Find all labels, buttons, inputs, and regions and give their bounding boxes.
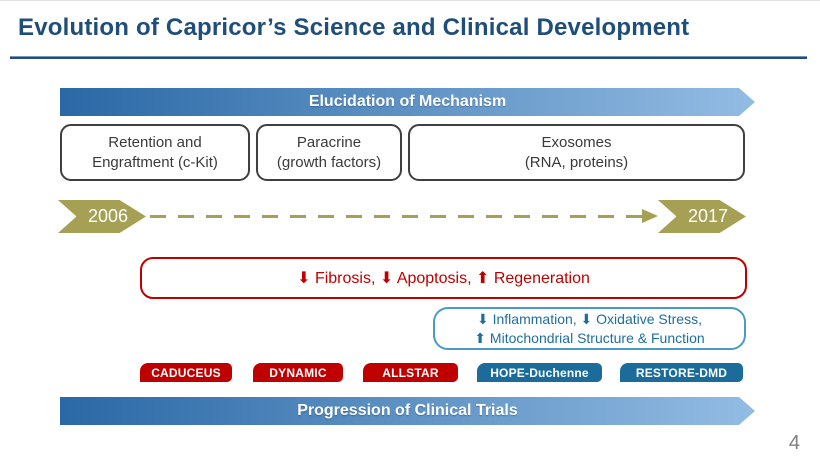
trial-label: CADUCEUS <box>151 365 221 380</box>
banner-progression-of-clinical-trials: Progression of Clinical Trials <box>60 397 755 425</box>
trial-label: RESTORE-DMD <box>635 365 728 380</box>
trial-chip-allstar: ALLSTAR <box>363 363 458 382</box>
banner-elucidation-of-mechanism: Elucidation of Mechanism <box>60 88 755 116</box>
trial-label: ALLSTAR <box>382 365 439 380</box>
mechanism-box-line2: (growth factors) <box>276 153 382 171</box>
title-underline <box>10 56 807 59</box>
page-number: 4 <box>788 432 800 454</box>
timeline-start-chevron: 2006 <box>58 200 146 233</box>
mechanism-box-line1: Retention and <box>108 133 202 151</box>
trial-label: HOPE-Duchenne <box>490 365 589 380</box>
exosome-effects-line1: ⬇ Inflammation, ⬇ Oxidative Stress, <box>477 310 702 327</box>
mechanism-box-exosomes: Exosomes (RNA, proteins) <box>408 124 745 181</box>
trial-chip-restore-dmd: RESTORE-DMD <box>620 363 743 382</box>
slide-title: Evolution of Capricor’s Science and Clin… <box>18 14 690 41</box>
mechanism-box-line1: Paracrine <box>296 133 362 151</box>
banner-bottom-label: Progression of Clinical Trials <box>297 402 518 419</box>
banner-top-label: Elucidation of Mechanism <box>308 93 507 110</box>
timeline-end-chevron: 2017 <box>658 200 746 233</box>
timeline-arrowhead-icon <box>642 209 658 223</box>
exosome-effects-box: ⬇ Inflammation, ⬇ Oxidative Stress, ⬆ Mi… <box>433 307 746 350</box>
cdc-effects-box: ⬇ Fibrosis, ⬇ Apoptosis, ⬆ Regeneration <box>140 257 747 299</box>
trial-chip-caduceus: CADUCEUS <box>140 363 232 382</box>
mechanism-box-retention-engraftment: Retention and Engraftment (c-Kit) <box>60 124 250 181</box>
trial-label: DYNAMIC <box>269 365 327 380</box>
mechanism-box-line2: Engraftment (c-Kit) <box>92 153 218 171</box>
timeline-end-year: 2017 <box>687 206 729 226</box>
cdc-effects-text: ⬇ Fibrosis, ⬇ Apoptosis, ⬆ Regeneration <box>297 270 590 287</box>
mechanism-box-line2: (RNA, proteins) <box>524 153 629 171</box>
trial-chip-dynamic: DYNAMIC <box>253 363 343 382</box>
trial-chip-hope-duchenne: HOPE-Duchenne <box>477 363 602 382</box>
mechanism-box-paracrine: Paracrine (growth factors) <box>256 124 402 181</box>
timeline-dashed-connector <box>150 215 642 218</box>
mechanism-box-line1: Exosomes <box>541 133 612 151</box>
exosome-effects-line2: ⬆ Mitochondrial Structure & Function <box>474 329 705 346</box>
timeline-start-year: 2006 <box>87 206 129 226</box>
